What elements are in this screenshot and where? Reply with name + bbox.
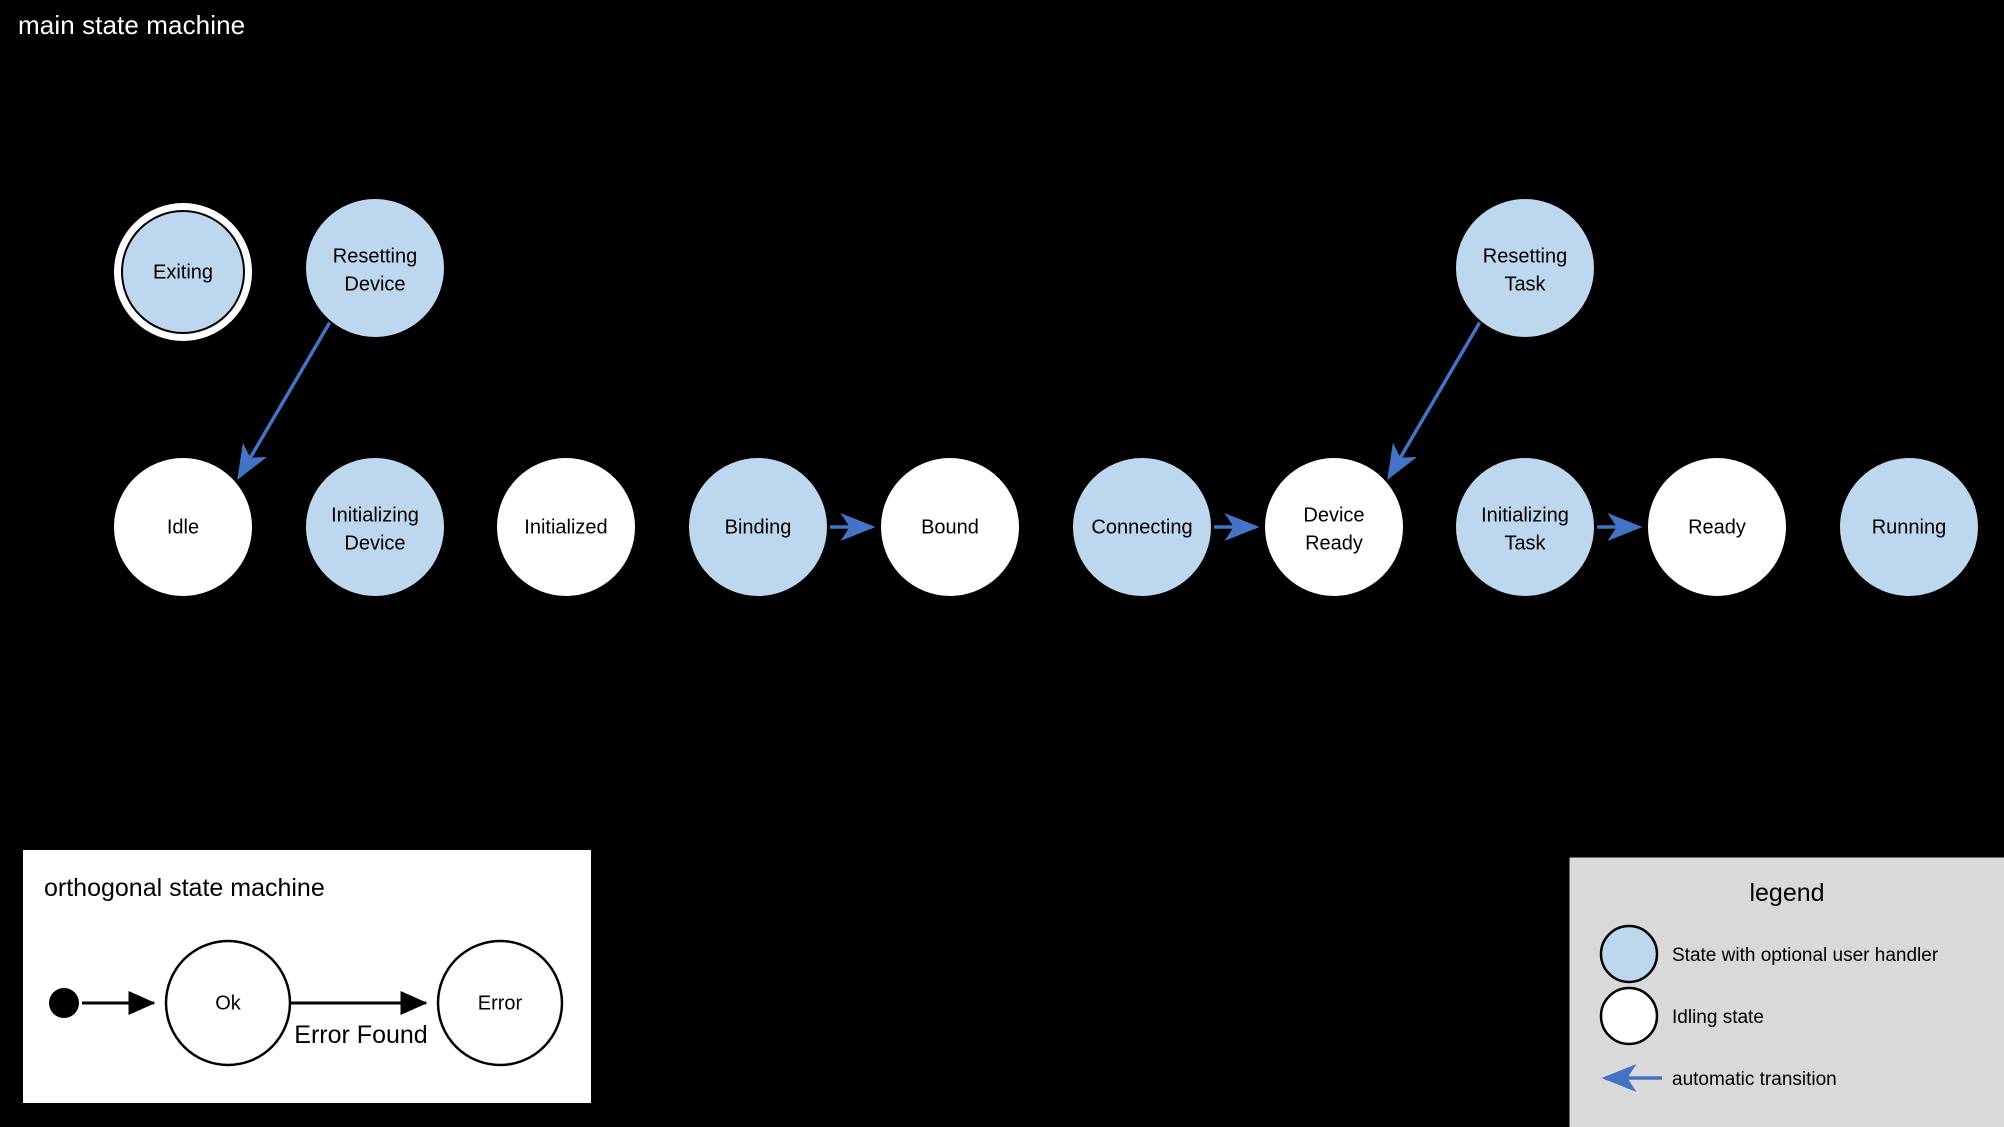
state-label-device-ready-line1: Device — [1303, 504, 1364, 526]
state-node-ready[interactable]: Ready — [1646, 456, 1788, 598]
state-label-initializing-task-line2: Task — [1504, 532, 1546, 554]
state-label-device-ready-line2: Ready — [1305, 532, 1363, 554]
transition-label-error-found: Error Found — [294, 1021, 427, 1049]
state-label-ready: Ready — [1688, 516, 1746, 538]
legend-white-circle-icon — [1599, 986, 1659, 1046]
state-label-resetting-device-line1: Resetting — [333, 245, 418, 267]
resetting-task-circle — [1454, 197, 1596, 339]
ortho-state-node-error[interactable]: Error — [436, 939, 564, 1067]
device-ready-circle — [1263, 456, 1405, 598]
legend-blue-circle-icon — [1599, 924, 1659, 984]
running-circle — [1838, 456, 1980, 598]
ready-circle — [1646, 456, 1788, 598]
state-label-initialized: Initialized — [524, 516, 607, 538]
connecting-circle — [1071, 456, 1213, 598]
state-label-idle: Idle — [167, 516, 199, 538]
ortho-state-label-error: Error — [478, 992, 523, 1014]
idle-circle — [112, 456, 254, 598]
legend-item-state-with-handler: State with optional user handler — [1599, 924, 1939, 984]
state-node-resetting-task[interactable]: Resetting Task — [1454, 197, 1596, 339]
state-label-initializing-device-line1: Initializing — [331, 504, 419, 526]
ortho-state-node-ok[interactable]: Ok — [164, 939, 292, 1067]
state-node-bound[interactable]: Bound — [879, 456, 1021, 598]
legend-label-state-with-handler: State with optional user handler — [1672, 945, 1939, 966]
state-label-binding: Binding — [725, 516, 792, 538]
state-node-device-ready[interactable]: Device Ready — [1263, 456, 1405, 598]
legend-title: legend — [1749, 879, 1824, 907]
state-label-resetting-task-line2: Task — [1504, 273, 1546, 295]
state-node-exiting[interactable]: Exiting — [112, 201, 254, 343]
orthogonal-state-machine-panel: orthogonal state machine Ok Error Found … — [21, 848, 593, 1105]
binding-circle — [687, 456, 829, 598]
bound-circle — [879, 456, 1021, 598]
page-title: main state machine — [18, 10, 246, 40]
error-circle — [436, 939, 564, 1067]
state-node-connecting[interactable]: Connecting — [1071, 456, 1213, 598]
legend-label-automatic-transition: automatic transition — [1672, 1069, 1837, 1090]
exiting-circle — [121, 210, 245, 334]
state-node-resetting-device[interactable]: Resetting Device — [304, 197, 446, 339]
state-node-initialized[interactable]: Initialized — [495, 456, 637, 598]
initialized-circle — [495, 456, 637, 598]
initial-state-dot-icon — [49, 988, 79, 1018]
state-node-running[interactable]: Running — [1838, 456, 1980, 598]
legend-panel: legend State with optional user handler … — [1569, 857, 2004, 1127]
main-transitions-layer — [237, 321, 1643, 541]
legend-label-idling-state: Idling state — [1672, 1007, 1764, 1028]
state-node-initializing-task[interactable]: Initializing Task — [1454, 456, 1596, 598]
legend-item-automatic-transition: automatic transition — [1601, 1064, 1837, 1092]
resetting-device-circle — [304, 197, 446, 339]
state-label-running: Running — [1872, 516, 1947, 538]
state-label-bound: Bound — [921, 516, 979, 538]
legend-item-idling-state: Idling state — [1599, 986, 1764, 1046]
ortho-state-label-ok: Ok — [215, 992, 242, 1014]
initializing-task-circle — [1454, 456, 1596, 598]
initializing-device-circle — [304, 456, 446, 598]
transition-resetting-device-to-idle[interactable] — [237, 321, 332, 481]
transition-resetting-task-to-device-ready[interactable] — [1387, 321, 1482, 481]
state-node-binding[interactable]: Binding — [687, 456, 829, 598]
state-label-connecting: Connecting — [1091, 516, 1192, 538]
orthogonal-panel-title: orthogonal state machine — [44, 874, 325, 902]
state-label-initializing-task-line1: Initializing — [1481, 504, 1569, 526]
state-label-resetting-task-line1: Resetting — [1483, 245, 1568, 267]
state-node-initializing-device[interactable]: Initializing Device — [304, 456, 446, 598]
state-label-resetting-device-line2: Device — [344, 273, 405, 295]
state-node-idle[interactable]: Idle — [112, 456, 254, 598]
state-label-exiting: Exiting — [153, 261, 213, 283]
state-label-initializing-device-line2: Device — [344, 532, 405, 554]
